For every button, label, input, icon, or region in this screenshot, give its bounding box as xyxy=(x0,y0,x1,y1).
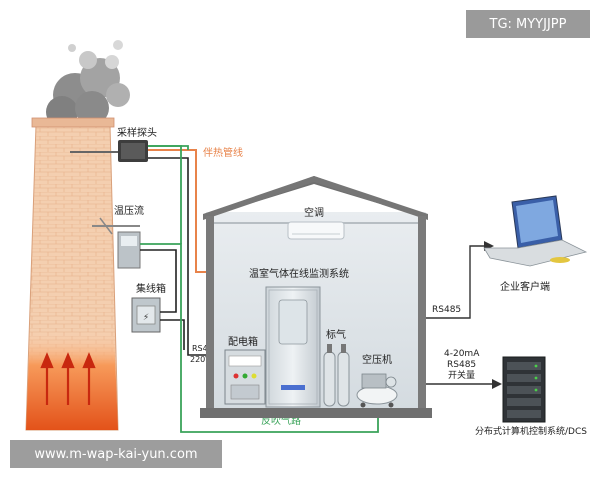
standard-gas-label: 标气 xyxy=(326,328,346,341)
watermark-top-text: TG: MYYJJPP xyxy=(489,16,567,32)
dcs-rack-icon xyxy=(502,356,546,423)
watermark-bottom-text: www.m-wap-kai-yun.com xyxy=(34,446,198,462)
temp-pressure-flow-sensor xyxy=(92,217,141,269)
air-compressor-label: 空压机 xyxy=(362,353,392,366)
smoke-cloud xyxy=(46,40,130,128)
watermark-bottom-badge: www.m-wap-kai-yun.com xyxy=(10,440,222,468)
heated-pipeline-label: 伴热管线 xyxy=(203,146,243,159)
laptop-icon xyxy=(483,195,588,267)
distribution-box-label: 配电箱 xyxy=(228,335,258,348)
temp-pressure-flow-label: 温压流 xyxy=(114,204,144,217)
sampling-probe-label: 采样探头 xyxy=(117,126,157,139)
rs485-right-label: RS485 xyxy=(432,305,461,315)
power-220vac-label: 220VAC xyxy=(190,355,222,364)
air-conditioner-label: 空调 xyxy=(304,206,324,219)
signal-switch-label: 开关量 xyxy=(448,369,475,381)
rs485-left-label: RS485 xyxy=(192,344,218,353)
junction-box: ⚡ xyxy=(131,297,161,333)
flue-gas-arrows xyxy=(40,352,96,405)
analyzer-cabinet xyxy=(265,286,321,408)
air-compressor xyxy=(356,373,398,408)
svg-text:⚡: ⚡ xyxy=(143,313,149,323)
junction-box-label: 集线箱 xyxy=(136,282,166,295)
watermark-top-badge: TG: MYYJJPP xyxy=(466,10,590,38)
sampling-probe xyxy=(70,140,148,162)
signal-4-20ma-label: 4-20mA xyxy=(444,349,480,359)
distribution-box xyxy=(224,349,266,405)
chimney xyxy=(25,117,119,431)
monitoring-system-label: 温室气体在线监测系统 xyxy=(249,267,349,280)
standard-gas-cylinders xyxy=(323,344,350,407)
air-conditioner xyxy=(287,221,345,240)
dcs-output-line xyxy=(426,379,502,389)
enterprise-client-label: 企业客户端 xyxy=(500,280,550,293)
signal-rs485-label: RS485 xyxy=(447,360,476,370)
dcs-label: 分布式计算机控制系统/DCS xyxy=(475,425,587,437)
